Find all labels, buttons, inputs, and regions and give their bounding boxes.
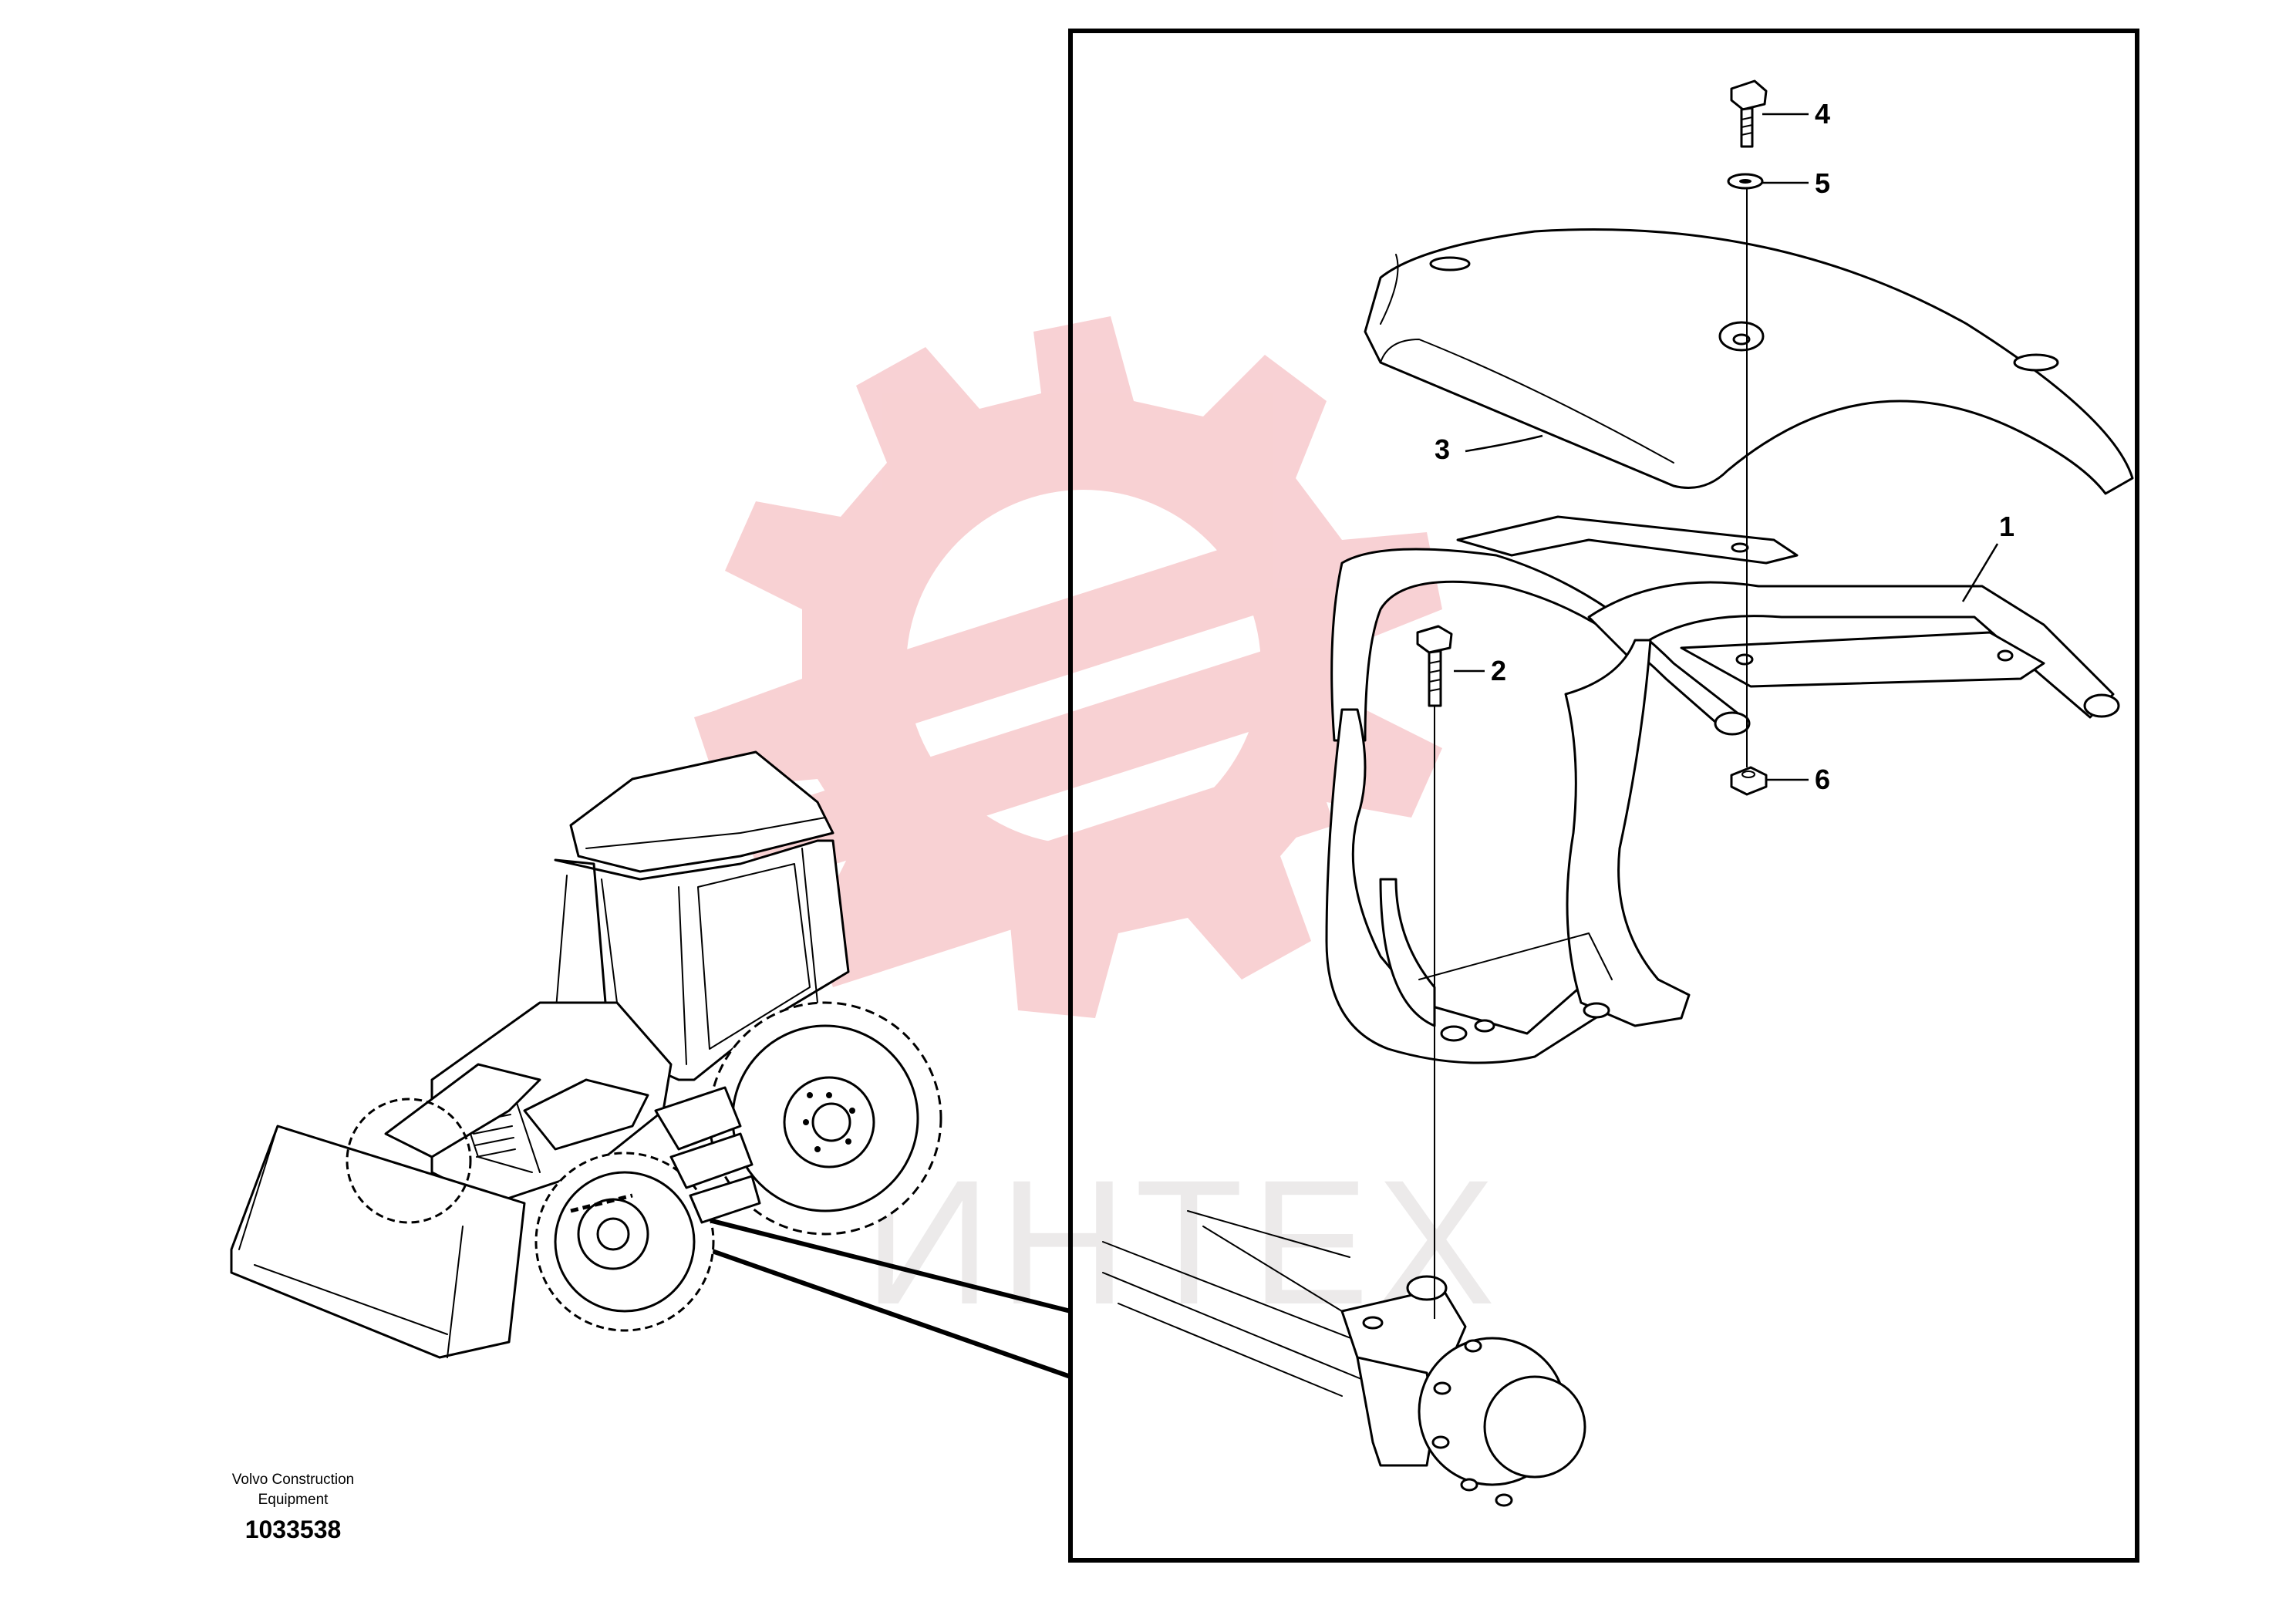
callout-labels: 1 2 3 4 5 6 [1435, 98, 2014, 795]
bracket-frame-part-1 [1330, 515, 2120, 742]
detail-frame [1068, 29, 2139, 1563]
callout-6: 6 [1815, 764, 1830, 795]
callout-4: 4 [1815, 98, 1830, 130]
callout-1: 1 [1999, 511, 2014, 542]
support-bracket [1325, 639, 1691, 1064]
brand-name-line2: Equipment [258, 1492, 329, 1508]
document-number: 1033538 [244, 1516, 342, 1543]
front-wheel [534, 1152, 715, 1332]
fender-panel-part-3 [1364, 228, 2134, 495]
rear-wheel [708, 1001, 942, 1236]
nut-part-6 [1730, 766, 1768, 796]
callout-3: 3 [1435, 433, 1450, 465]
backhoe-loader-overview [230, 750, 942, 1359]
brand-name-line1: Volvo Construction [231, 1472, 355, 1488]
bolt-part-4 [1730, 79, 1768, 148]
callout-5: 5 [1815, 167, 1830, 199]
assembly-centerlines [1434, 189, 1748, 1319]
axle-hub-assembly [1102, 1210, 1586, 1507]
detail-leader-lines [641, 1201, 1071, 1379]
callout-2: 2 [1491, 655, 1506, 686]
callout-leaders [1454, 113, 1999, 781]
bolt-part-2 [1416, 625, 1453, 707]
washer-hole [1739, 179, 1752, 184]
